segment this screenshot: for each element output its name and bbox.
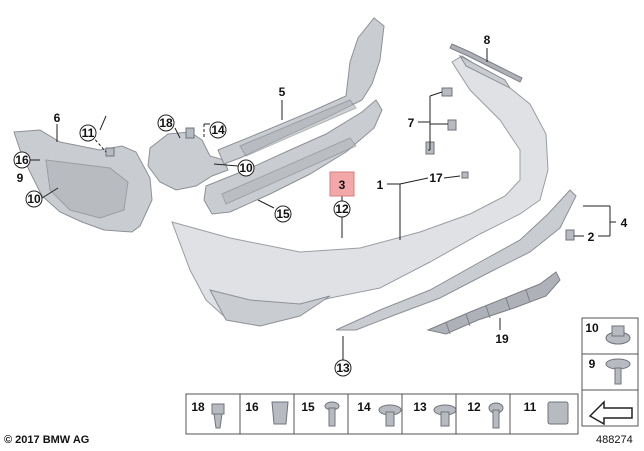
- callout-10a: 10: [27, 192, 41, 206]
- callout-18: 18: [159, 116, 173, 130]
- callout-8: 8: [484, 33, 491, 47]
- callout-19: 19: [495, 332, 509, 346]
- copyright-text: © 2017 BMW AG: [4, 434, 90, 446]
- callout-14: 14: [211, 123, 225, 137]
- hardware-11-label: 11: [524, 400, 537, 414]
- part-diffuser: [426, 271, 561, 335]
- callout-3-highlight: [329, 171, 355, 197]
- clip-16-icon: [271, 401, 289, 425]
- callout-7: 7: [408, 116, 415, 130]
- callout-labels: 6 11 16 9 10 18 14 10 5 3 12 15 1 7 17 8…: [13, 33, 628, 377]
- callout-13: 13: [336, 361, 350, 375]
- callout-15: 15: [276, 207, 290, 221]
- callout-11: 11: [82, 126, 95, 140]
- callout-5: 5: [279, 85, 286, 99]
- hardware-18-label: 18: [191, 400, 205, 414]
- diagram-ref-number: 488274: [596, 434, 633, 446]
- callout-2: 2: [588, 230, 595, 244]
- part-bumper-trim-panel: [171, 54, 549, 327]
- hardware-15-label: 15: [301, 400, 315, 414]
- callout-9: 9: [17, 171, 24, 185]
- part-carrier-upper: [217, 17, 385, 165]
- hardware-9-label: 9: [589, 357, 596, 371]
- part-absorber-lower: [203, 99, 383, 215]
- leader-lines: [28, 48, 616, 360]
- callout-17: 17: [429, 171, 443, 185]
- part-trim-strip: [449, 43, 523, 83]
- callout-3: 3: [339, 178, 346, 192]
- hardware-row: 18 16 15 14 13 12 11: [185, 393, 579, 435]
- hardware-14-label: 14: [357, 400, 371, 414]
- hardware-10-label: 10: [585, 321, 599, 335]
- clip-18-icon: [211, 403, 225, 415]
- callout-6: 6: [54, 111, 61, 125]
- callout-12: 12: [335, 202, 349, 216]
- part-side-bracket-left: [13, 129, 153, 233]
- callout-1: 1: [377, 178, 384, 192]
- hardware-16-label: 16: [245, 400, 259, 414]
- arrow-icon: [588, 400, 633, 426]
- callout-10b: 10: [239, 161, 253, 175]
- part-bracket-small: [147, 131, 229, 191]
- pad-11-icon: [547, 401, 569, 425]
- hardware-12-label: 12: [467, 400, 481, 414]
- callout-4: 4: [621, 216, 628, 230]
- callout-16: 16: [15, 153, 29, 167]
- hardware-legend-right: 10 9: [581, 317, 639, 427]
- part-lower-trim-right: [335, 189, 577, 331]
- hardware-13-label: 13: [413, 400, 427, 414]
